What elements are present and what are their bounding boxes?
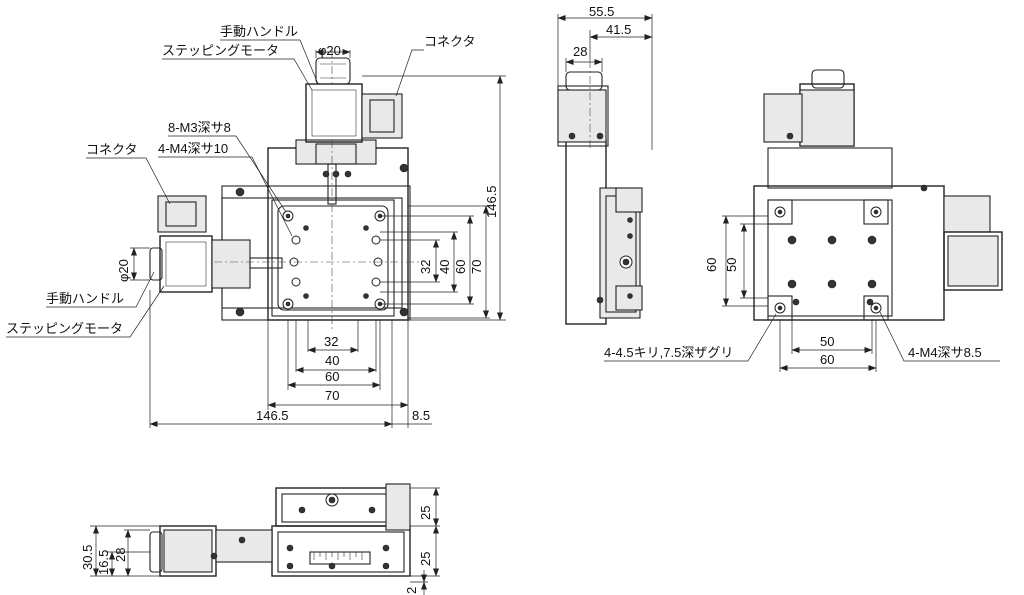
rear-connector — [763, 93, 803, 143]
dim-2: 2 — [404, 587, 419, 594]
side-view-dimensions: 55.5 41.5 28 — [557, 4, 653, 150]
dim-70-v: 70 — [469, 260, 484, 274]
label-stepping-motor-top: ステッピングモータ — [162, 43, 279, 58]
left-motor-face — [165, 241, 207, 287]
front-scale — [309, 551, 371, 565]
top-connector-face — [369, 99, 395, 133]
label-phi20-left: φ20 — [116, 259, 131, 282]
dim-50-rear-v: 50 — [724, 258, 739, 272]
dim-40-v: 40 — [437, 260, 452, 274]
front-lower-inner — [277, 531, 405, 573]
side-motor-fill — [557, 89, 607, 143]
label-connector-top: コネクタ — [424, 34, 475, 49]
dim-55-5: 55.5 — [589, 4, 614, 19]
label-m3-holes: 8-M3深サ8 — [168, 120, 231, 135]
dim-146-5-h: 146.5 — [256, 408, 289, 423]
bottom-view — [149, 483, 411, 577]
bottom-view-dimensions: 25 25 2 30.5 16.5 28 — [80, 487, 440, 595]
label-connector-left: コネクタ — [86, 142, 137, 157]
dim-30-5: 30.5 — [80, 545, 95, 570]
front-lower-stage — [271, 525, 411, 577]
top-view — [149, 50, 420, 330]
side-view — [557, 60, 643, 325]
rear-manual-handle — [811, 69, 845, 89]
left-connector-face — [165, 201, 197, 227]
rear-cbore-tr — [863, 199, 889, 225]
rear-upper-body — [767, 147, 893, 189]
dim-28-side: 28 — [573, 44, 587, 59]
label-phi20-top: φ20 — [318, 43, 341, 58]
label-m4-holes-top: 4-M4深サ10 — [158, 141, 228, 156]
front-mount — [215, 529, 273, 563]
dim-40-h: 40 — [325, 353, 339, 368]
table-holes — [282, 170, 386, 310]
dim-41-5: 41.5 — [606, 22, 631, 37]
dim-32-v: 32 — [418, 260, 433, 274]
left-manual-handle — [149, 247, 163, 281]
left-lead-screw — [249, 257, 283, 269]
rear-view — [753, 69, 1003, 321]
dim-25-lower: 25 — [418, 552, 433, 566]
rear-body — [753, 185, 945, 321]
front-motor-fill — [163, 529, 213, 573]
rear-side-connector — [943, 195, 991, 233]
dim-60-rear-v: 60 — [704, 258, 719, 272]
left-connector — [157, 195, 207, 233]
dim-146-5-v: 146.5 — [484, 185, 499, 218]
side-connector-top — [615, 187, 643, 213]
label-cbore: 4-4.5キリ,7.5深ザグリ — [604, 345, 733, 360]
dim-32-h: 32 — [324, 334, 338, 349]
top-stepping-motor — [305, 83, 363, 143]
left-stepping-motor — [159, 235, 213, 293]
rear-table — [767, 199, 893, 317]
label-m4-holes-bottom: 4-M4深サ8.5 — [908, 345, 982, 360]
side-manual-handle — [565, 71, 603, 91]
top-motor-face — [311, 89, 357, 137]
top-connector — [361, 93, 403, 139]
dim-25-upper: 25 — [418, 506, 433, 520]
dim-60-h: 60 — [325, 369, 339, 384]
rear-holes — [774, 132, 928, 314]
dim-16-5: 16.5 — [96, 550, 111, 575]
label-manual-handle-top: 手動ハンドル — [220, 24, 298, 39]
rear-cbore-tl — [767, 199, 793, 225]
top-view-labels: 手動ハンドル ステッピングモータ φ20 コネクタ 8-M3深サ8 4-M4深サ… — [6, 24, 475, 338]
dim-8-5-h: 8.5 — [412, 408, 430, 423]
rear-side-motor-fill — [947, 235, 999, 287]
dim-70-h: 70 — [325, 388, 339, 403]
label-stepping-motor-left: ステッピングモータ — [6, 321, 123, 336]
front-connector — [385, 483, 411, 531]
rear-side-motor — [943, 231, 1003, 291]
dim-60-rear-h: 60 — [820, 352, 834, 367]
top-view-dimensions: 32 40 60 70 146.5 8.5 32 40 60 — [149, 75, 506, 428]
dim-50-rear-h: 50 — [820, 334, 834, 349]
dim-60-v: 60 — [453, 260, 468, 274]
rear-view-labels-dims: 60 50 50 60 4-4.5キリ,7.5深ザグリ 4-M4深サ8.5 — [604, 215, 1000, 372]
left-motor-mount — [211, 239, 251, 289]
rear-motor-fill — [799, 89, 855, 147]
top-manual-handle — [315, 57, 351, 85]
label-manual-handle-left: 手動ハンドル — [46, 291, 124, 306]
dim-28-front: 28 — [113, 548, 128, 562]
